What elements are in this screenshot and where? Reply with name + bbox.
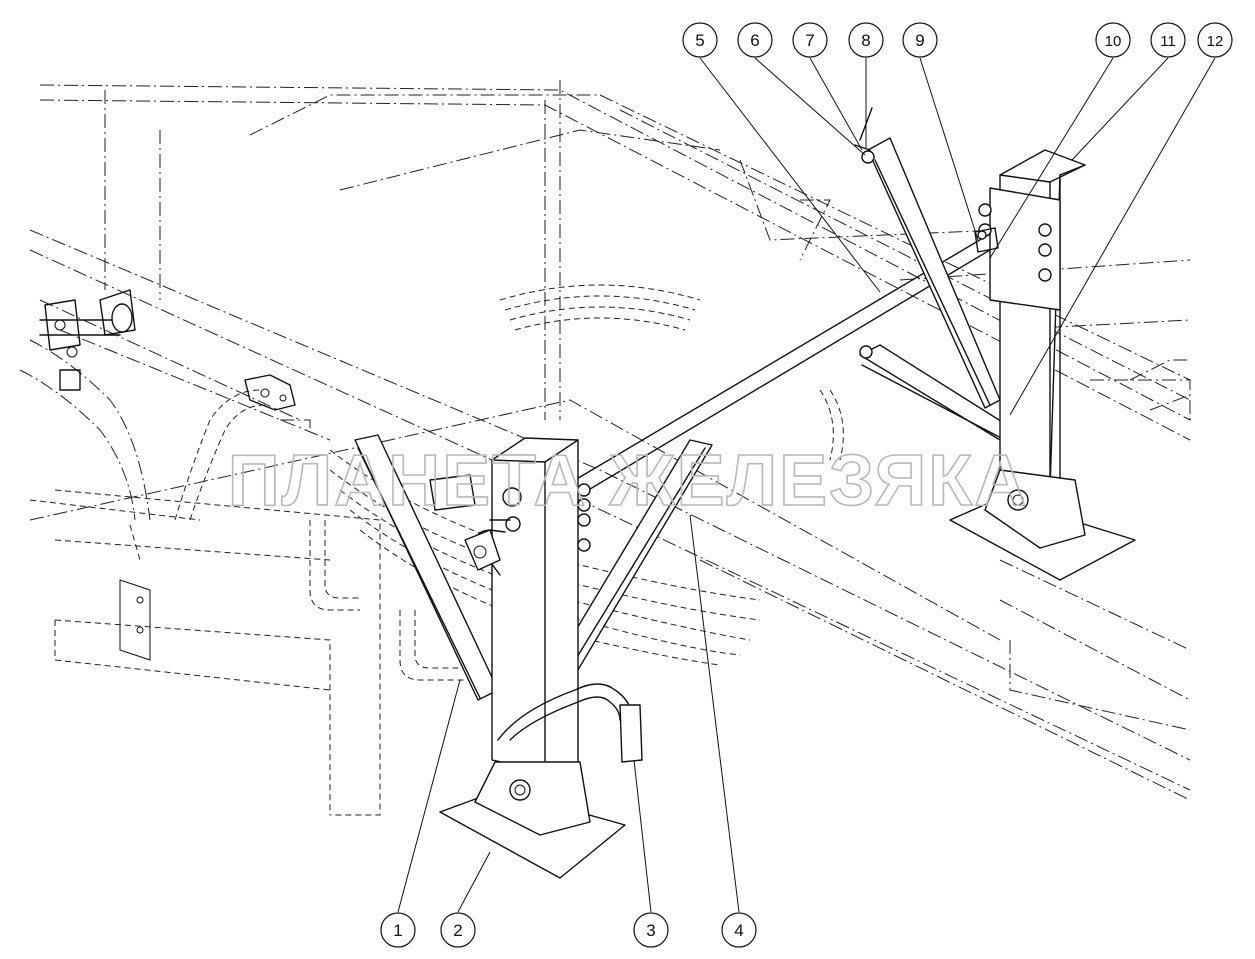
left-brake-bracket bbox=[39, 289, 296, 411]
callout-11: 11 bbox=[1150, 22, 1186, 58]
brake-lines bbox=[19, 339, 480, 681]
callout-8: 8 bbox=[848, 22, 884, 58]
callout-label-12: 12 bbox=[1207, 33, 1224, 50]
callout-2: 2 bbox=[440, 912, 476, 948]
callout-label-3: 3 bbox=[646, 921, 655, 940]
callout-7: 7 bbox=[792, 22, 828, 58]
callout-6: 6 bbox=[737, 22, 773, 58]
callout-label-7: 7 bbox=[805, 31, 814, 50]
left-mudguard bbox=[54, 489, 381, 816]
callout-3: 3 bbox=[633, 912, 669, 948]
callout-label-11: 11 bbox=[1160, 33, 1176, 50]
watermark: ПЛАНЕТА ЖЕЛЕЗЯКА bbox=[228, 441, 1028, 521]
callout-5: 5 bbox=[682, 22, 718, 58]
callout-10: 10 bbox=[1095, 22, 1131, 58]
callout-9: 9 bbox=[902, 22, 938, 58]
callout-leaders bbox=[397, 57, 1216, 913]
callout-label-5: 5 bbox=[695, 31, 704, 50]
front-landing-leg bbox=[429, 437, 643, 879]
rear-landing-leg bbox=[949, 149, 1136, 581]
callout-label-6: 6 bbox=[750, 31, 759, 50]
callout-label-9: 9 bbox=[915, 31, 924, 50]
callout-label-10: 10 bbox=[1105, 33, 1122, 50]
callout-1: 1 bbox=[380, 912, 416, 948]
callout-label-1: 1 bbox=[393, 921, 402, 940]
chassis-frame bbox=[29, 80, 1191, 801]
callout-4: 4 bbox=[721, 912, 757, 948]
callout-12: 12 bbox=[1197, 22, 1233, 58]
callout-label-8: 8 bbox=[861, 31, 870, 50]
callout-label-2: 2 bbox=[453, 921, 462, 940]
callout-label-4: 4 bbox=[734, 921, 743, 940]
